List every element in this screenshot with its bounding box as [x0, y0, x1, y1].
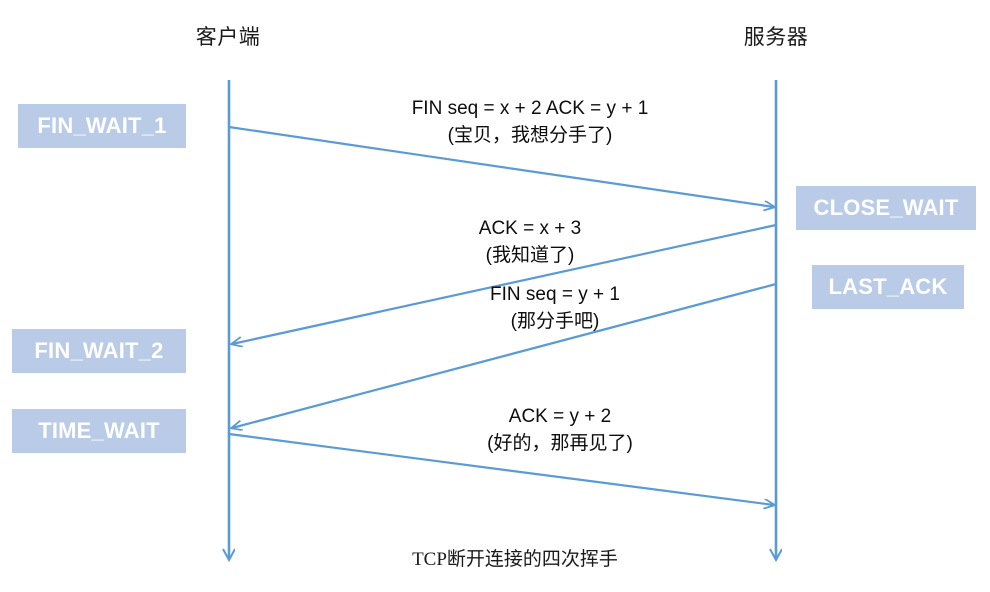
message-arrow-4 [228, 432, 774, 505]
state-box-time-wait: TIME_WAIT [12, 409, 186, 453]
actor-label-server: 服务器 [743, 25, 809, 49]
message-header-2: ACK = x + 3 [478, 218, 582, 239]
message-header-1: FIN seq = x + 2 ACK = y + 1 [411, 98, 649, 119]
message-label-4: ACK = y + 2 (好的，那再见了) [360, 404, 760, 458]
message-label-2: ACK = x + 3 (我知道了) [330, 216, 730, 270]
state-box-fin-wait-2: FIN_WAIT_2 [12, 329, 186, 373]
message-label-1: FIN seq = x + 2 ACK = y + 1 (宝贝，我想分手了) [325, 96, 735, 150]
message-note-3: (那分手吧) [510, 310, 600, 332]
actor-label-client: 客户端 [195, 25, 261, 49]
state-box-last-ack: LAST_ACK [812, 265, 964, 309]
message-note-4: (好的，那再见了) [487, 432, 633, 454]
message-note-1: (宝贝，我想分手了) [447, 124, 613, 146]
state-box-close-wait: CLOSE_WAIT [796, 186, 976, 230]
message-note-2: (我知道了) [485, 244, 575, 266]
message-header-4: ACK = y + 2 [508, 406, 612, 427]
state-box-fin-wait-1: FIN_WAIT_1 [18, 104, 186, 148]
message-header-3: FIN seq = y + 1 [490, 284, 620, 305]
message-arrow-2 [232, 223, 777, 344]
message-arrow-3 [232, 282, 777, 428]
message-label-3: FIN seq = y + 1 (那分手吧) [355, 282, 755, 336]
diagram-caption: TCP断开连接的四次挥手 [412, 549, 618, 570]
message-arrow-1 [228, 125, 774, 207]
